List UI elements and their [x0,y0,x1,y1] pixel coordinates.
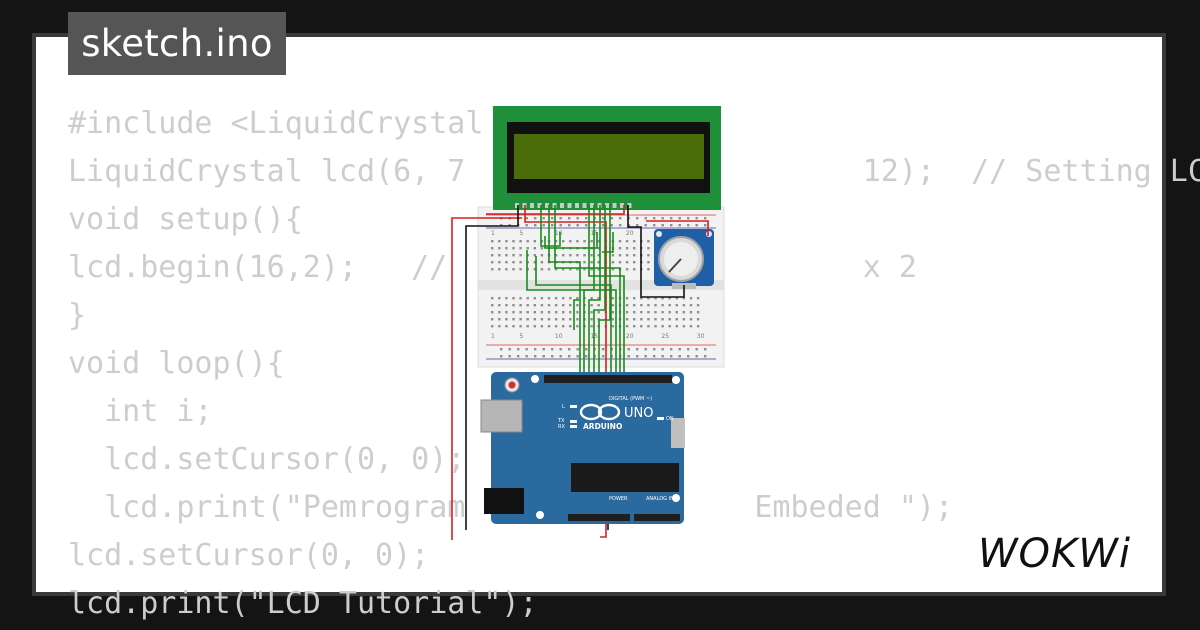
power-jack [484,488,524,514]
lcd-module [493,106,721,210]
on-led-label: ON [666,416,674,422]
breadboard-column-label: 5 [519,230,523,237]
arduino-brand-label: ARDUINO [583,422,622,431]
arduino-uno-board: UNO ARDUINO DIGITAL (PWM ~) POWER ANALOG… [480,372,685,524]
arduino-model-label: UNO [624,406,653,421]
tx-led-label: TX [557,418,565,424]
breadboard-column-label: 10 [555,333,563,340]
potentiometer[interactable] [654,229,714,289]
power-header-label: POWER [609,496,628,502]
breadboard-column-label: 10 [555,230,563,237]
analog-header-label: ANALOG IN [646,496,674,502]
microcontroller-chip [571,463,679,492]
code-line: lcd.print("Pemrogram Embeded "); [104,490,954,525]
breadboard-column-label: 30 [697,333,705,340]
file-tab-label: sketch.ino [81,22,273,65]
lcd-screen [514,134,704,179]
reset-button[interactable] [508,381,516,389]
code-line: lcd.begin(16,2); // x 2 [68,250,917,285]
code-line: #include <LiquidCrystal [68,106,484,141]
digital-header-label: DIGITAL (PWM ~) [609,396,652,402]
code-line: void loop(){ [68,346,285,381]
code-line: int i; [68,394,213,429]
l-led-label: L [562,404,565,410]
code-line: lcd.print("LCD Tutorial"); [68,586,538,621]
breadboard-column-label: 1 [491,333,495,340]
breadboard-column-label: 20 [626,333,634,340]
wokwi-logo: WOKWi [978,531,1131,575]
breadboard-column-label: 25 [661,333,669,340]
code-line: } [68,298,87,333]
breadboard-column-label: 1 [491,230,495,237]
usb-port [480,399,523,433]
code-line: LiquidCrystal lcd(6, 7 12); // Setting L… [68,154,1200,189]
wokwi-logo-text: WOKWi [978,531,1131,575]
rx-led-label: RX [558,424,565,430]
arduino-logo-icon [579,403,621,421]
wires [451,205,709,540]
file-tab[interactable]: sketch.ino [68,12,286,75]
code-line: lcd.setCursor(0, 0); [68,442,466,477]
code-line: void setup(){ [68,202,303,237]
code-line: lcd.setCursor(0, 0); [68,538,430,573]
breadboard-column-label: 20 [626,230,634,237]
breadboard-column-label: 5 [519,333,523,340]
digital-header [544,375,672,383]
